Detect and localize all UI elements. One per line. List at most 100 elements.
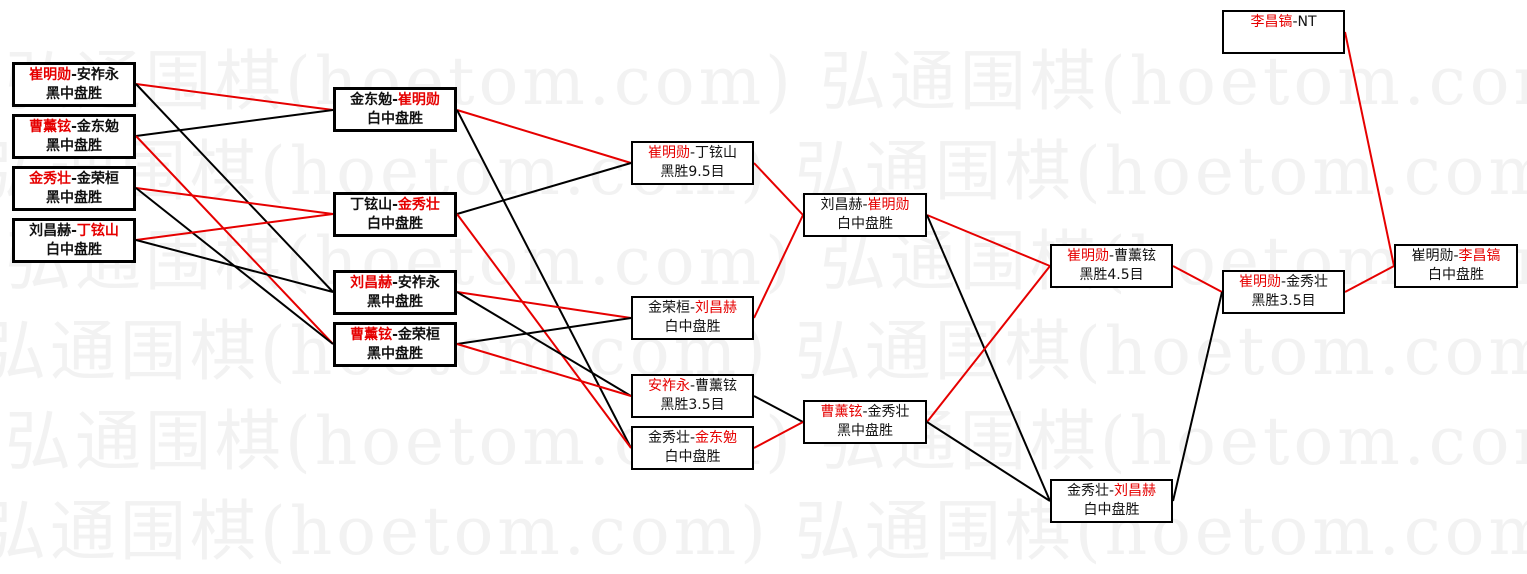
match-players: 李昌镐-NT [1250,14,1317,30]
match-players: 刘昌赫-安祚永 [350,275,440,291]
bracket-connector [456,343,632,397]
player-b: 金荣桓 [397,327,440,343]
match-result: 黑中盘胜 [367,346,423,362]
player-b: 丁铉山 [695,145,738,161]
bracket-connector [926,421,1051,502]
match-seed: 李昌镐-NT [1222,10,1345,54]
player-a: 李昌镐 [1250,14,1293,30]
match-r3-3: 安祚永-曹薰铉 黑胜3.5目 [631,374,754,418]
bracket-connector [135,213,334,241]
match-result: 白中盘胜 [367,216,423,232]
match-players: 金荣桓-刘昌赫 [647,300,738,316]
match-result: 黑中盘胜 [837,423,893,439]
match-result: 白中盘胜 [1428,267,1484,283]
player-b: 刘昌赫 [695,300,738,316]
bracket-connector [1172,265,1223,293]
match-r5-2: 金秀壮-刘昌赫 白中盘胜 [1050,479,1173,523]
player-b: 曹薰铉 [1114,248,1157,264]
match-r4-1: 刘昌赫-崔明勋 白中盘胜 [803,193,927,237]
player-b: 金秀壮 [1286,274,1329,290]
match-result: 黑中盘胜 [367,294,423,310]
match-result: 白中盘胜 [1083,502,1140,518]
player-b: 李昌镐 [1458,248,1501,264]
player-a: 刘昌赫 [820,197,863,213]
bracket-connector [456,162,632,215]
match-r3-2: 金荣桓-刘昌赫 白中盘胜 [631,296,754,340]
player-a: 崔明勋 [1066,248,1109,264]
bracket-connector [135,239,334,293]
match-r6-1: 崔明勋-金秀壮 黑胜3.5目 [1222,270,1345,314]
match-r1-4: 刘昌赫-丁铉山 白中盘胜 [12,218,136,263]
match-result: 黑胜3.5目 [1251,293,1316,309]
match-result: 白中盘胜 [367,111,423,127]
match-result: 黑中盘胜 [46,86,102,102]
bracket-connector [926,214,1051,502]
match-result: 黑胜9.5目 [660,164,725,180]
bracket-connector [135,83,334,111]
match-result: 白中盘胜 [664,449,721,465]
bracket-connector [456,109,632,449]
player-a: 金东勉 [350,92,393,108]
player-a: 金秀壮 [29,171,72,187]
match-result: 黑中盘胜 [46,138,102,154]
player-a: 金荣桓 [647,300,690,316]
match-r2-1: 金东勉-崔明勋 白中盘胜 [333,87,457,132]
match-r2-3: 刘昌赫-安祚永 黑中盘胜 [333,270,457,315]
player-a: 金秀壮 [647,430,690,446]
match-final: 崔明勋-李昌镐 白中盘胜 [1394,244,1518,288]
match-result: 白中盘胜 [837,216,893,232]
match-players: 安祚永-曹薰铉 [647,378,738,394]
match-r4-2: 曹薰铉-金秀壮 黑中盘胜 [803,400,927,444]
match-r5-1: 崔明勋-曹薰铉 黑胜4.5目 [1050,244,1173,288]
player-b: 金秀壮 [397,197,440,213]
match-players: 崔明勋-金秀壮 [1238,274,1329,290]
player-a: 曹薰铉 [820,404,863,420]
player-a: 曹薰铉 [29,119,72,135]
match-r1-2: 曹薰铉-金东勉 黑中盘胜 [12,114,136,159]
bracket-connector [926,214,1051,267]
player-a: 刘昌赫 [29,223,72,239]
bracket-connector [753,395,804,423]
bracket-connector [753,162,804,216]
bracket-connector [135,135,334,345]
bracket-connector [456,291,632,319]
player-b: 刘昌赫 [1114,483,1157,499]
match-players: 金东勉-崔明勋 [350,92,440,108]
match-players: 丁铉山-金秀壮 [350,197,440,213]
bracket-connector [135,187,334,215]
player-b: 安祚永 [397,275,440,291]
match-result: 黑中盘胜 [46,190,102,206]
player-b: 丁铉山 [76,223,119,239]
player-a: 崔明勋 [1238,274,1281,290]
match-r2-2: 丁铉山-金秀壮 白中盘胜 [333,192,457,237]
player-b: 金东勉 [76,119,119,135]
match-players: 崔明勋-李昌镐 [1411,248,1501,264]
player-a: 崔明勋 [1411,248,1454,264]
match-players: 曹薰铉-金东勉 [29,119,119,135]
bracket-connector [456,291,632,397]
player-a: 崔明勋 [647,145,690,161]
player-a: 刘昌赫 [350,275,393,291]
bracket-connector [753,214,804,319]
bracket-connector [1344,265,1395,293]
match-r1-3: 金秀壮-金荣桓 黑中盘胜 [12,166,136,211]
player-a: 金秀壮 [1066,483,1109,499]
match-players: 金秀壮-刘昌赫 [1066,483,1157,499]
player-a: 崔明勋 [29,67,72,83]
player-b: 曹薰铉 [695,378,738,394]
match-players: 曹薰铉-金荣桓 [350,327,440,343]
player-a: 丁铉山 [350,197,393,213]
bracket-connector [135,109,334,137]
player-b: 崔明勋 [397,92,440,108]
player-b: 金东勉 [695,430,738,446]
bracket-lines [135,31,1395,502]
match-players: 崔明勋-安祚永 [29,67,119,83]
player-b: NT [1297,14,1317,30]
bracket-connector [456,317,632,345]
match-r3-4: 金秀壮-金东勉 白中盘胜 [631,426,754,470]
bracket-connector [753,421,804,449]
match-r3-1: 崔明勋-丁铉山 黑胜9.5目 [631,141,754,185]
match-players: 刘昌赫-丁铉山 [29,223,119,239]
player-a: 安祚永 [647,378,690,394]
match-players: 刘昌赫-崔明勋 [820,197,910,213]
